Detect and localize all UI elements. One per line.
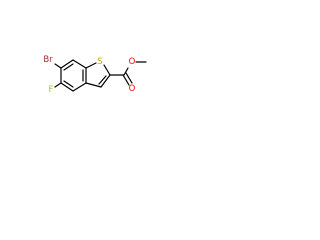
structure-canvas: Br F S O O [0,0,152,152]
bond-c7a-c7 [72,59,87,69]
bond-c7-c6 [60,59,74,69]
bond-s-c2 [103,64,111,76]
bond-c3-c3a [85,82,102,88]
carbonyl-oxygen-label: O [129,84,136,94]
bond-c2-c3 [100,74,111,88]
bond-carbonyl-o-single [123,67,129,76]
bond-c7a-s [85,62,97,69]
bond-c5-c4 [60,82,74,92]
bromine-label: Br [43,55,53,65]
bond-carbonyl-o-double-b [125,72,133,84]
bond-c5-f [54,82,62,88]
bond-carbonyl-o-double-a [122,74,130,86]
bond-c4-c3a [72,82,87,92]
bond-c2-c3-inner [98,75,107,85]
bond-c5-c4-inner [63,80,74,88]
bond-c6-br [54,63,62,69]
sulfur-label: S [97,57,102,67]
molecule-drawing: Br F S O O [43,55,147,95]
bond-c7-c6-inner [63,63,74,71]
fluorine-label: F [49,85,54,95]
ester-oxygen-label: O [129,57,136,67]
